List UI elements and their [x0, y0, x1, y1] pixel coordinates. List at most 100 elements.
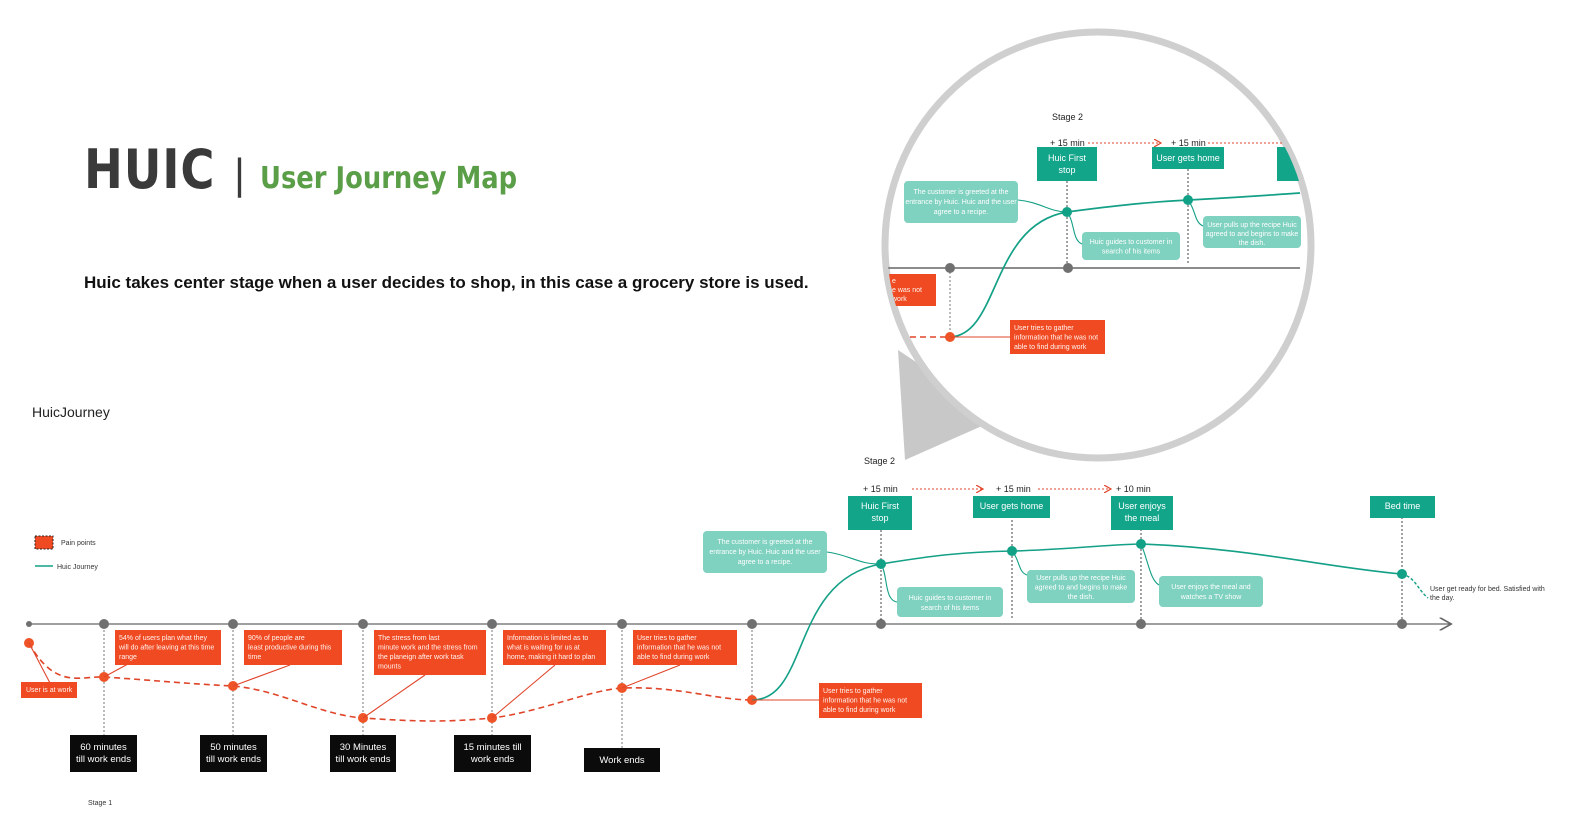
- zoom-step-2: [1152, 147, 1224, 169]
- zoom-axis-node: [945, 263, 955, 273]
- timeline-node: [1397, 619, 1407, 629]
- pain-note-3: [374, 630, 486, 675]
- time-label-5-text: Work ends: [599, 755, 644, 766]
- pain-note-5: [633, 630, 737, 665]
- timeline-node: [99, 619, 109, 629]
- zoom-step-2-text: User gets home: [1156, 153, 1220, 163]
- duration-label-1: + 15 min: [863, 484, 898, 494]
- timeline-node: [876, 619, 886, 629]
- stage1-label: Stage 1: [88, 800, 112, 807]
- time-label-4: [454, 735, 531, 772]
- zoom-note-greeted: [904, 181, 1018, 223]
- diagram-label: HuicJourney: [32, 404, 110, 420]
- zoom-pain-note: [1010, 320, 1105, 354]
- tagline: Huic takes center stage when a user deci…: [84, 273, 809, 292]
- time-label-5: [584, 748, 660, 772]
- journey-end-tail: [1401, 573, 1429, 599]
- stage2-label: Stage 2: [864, 456, 895, 466]
- page-header: HUIC | User Journey Map: [84, 138, 559, 201]
- zoom-journey-path: [949, 192, 1301, 338]
- step-box-3: [1111, 496, 1173, 530]
- time-label-2: [200, 735, 267, 772]
- legend-pain-swatch: [35, 536, 53, 549]
- pain-note-start-text: User is at work: [26, 687, 73, 694]
- timeline-node: [487, 619, 497, 629]
- note-connector: [1140, 543, 1160, 586]
- timeline-node: [617, 619, 627, 629]
- timeline-node: [358, 619, 368, 629]
- zoom-step-1: [1037, 147, 1097, 181]
- zoom-pointer: [898, 350, 1000, 460]
- note-connector: [880, 563, 898, 603]
- note-guides: [897, 587, 1003, 617]
- zoom-note-recipe: [1203, 216, 1301, 248]
- zoom-note-connector: [1187, 199, 1204, 227]
- note-connector: [826, 551, 882, 565]
- timeline-node: [228, 619, 238, 629]
- time-label-3: [330, 735, 396, 772]
- zoom-note-guides: [1082, 232, 1180, 260]
- duration-label-3: + 10 min: [1116, 484, 1151, 494]
- brand-title: HUIC: [84, 138, 216, 201]
- step-box-4-text: Bed time: [1385, 501, 1421, 511]
- pain-note-1: [115, 630, 221, 665]
- zoom-note-connector: [1066, 211, 1083, 245]
- step-box-1: [848, 496, 912, 530]
- pain-note-transition: [819, 683, 922, 718]
- zoom-stage-label: Stage 2: [1052, 112, 1083, 122]
- pain-note-2: [244, 630, 342, 665]
- legend-pain-swatch-border: [34, 535, 54, 550]
- title-separator: |: [232, 152, 247, 198]
- pain-connector: [362, 674, 426, 719]
- zoom-note-connector: [1017, 199, 1068, 213]
- timeline-node: [26, 621, 32, 627]
- pain-connector: [103, 663, 129, 678]
- step-box-4: [1370, 496, 1435, 518]
- zoom-duration-2: + 15 min: [1171, 138, 1206, 148]
- legend-pain-label: Pain points: [61, 540, 96, 547]
- duration-label-2: + 15 min: [996, 484, 1031, 494]
- note-enjoys: [1159, 576, 1263, 607]
- zoom-pain-note-partial: [888, 274, 936, 306]
- note-recipe: [1027, 570, 1135, 603]
- time-label-1: [70, 735, 137, 772]
- pain-note-4: [503, 630, 606, 665]
- step-box-2: [973, 496, 1050, 518]
- zoom-duration-1: + 15 min: [1050, 138, 1085, 148]
- step-box-2-text: User gets home: [980, 501, 1044, 511]
- legend-journey-label: Huic Journey: [57, 564, 98, 571]
- note-greeted: [703, 531, 827, 573]
- stage2-journey-path: [751, 543, 1403, 701]
- note-connector: [1011, 550, 1028, 576]
- pain-connector: [621, 664, 681, 689]
- pain-connector: [232, 664, 291, 687]
- pain-connector: [28, 642, 51, 684]
- pain-note-start: [21, 682, 77, 698]
- zoom-axis-node: [1063, 263, 1073, 273]
